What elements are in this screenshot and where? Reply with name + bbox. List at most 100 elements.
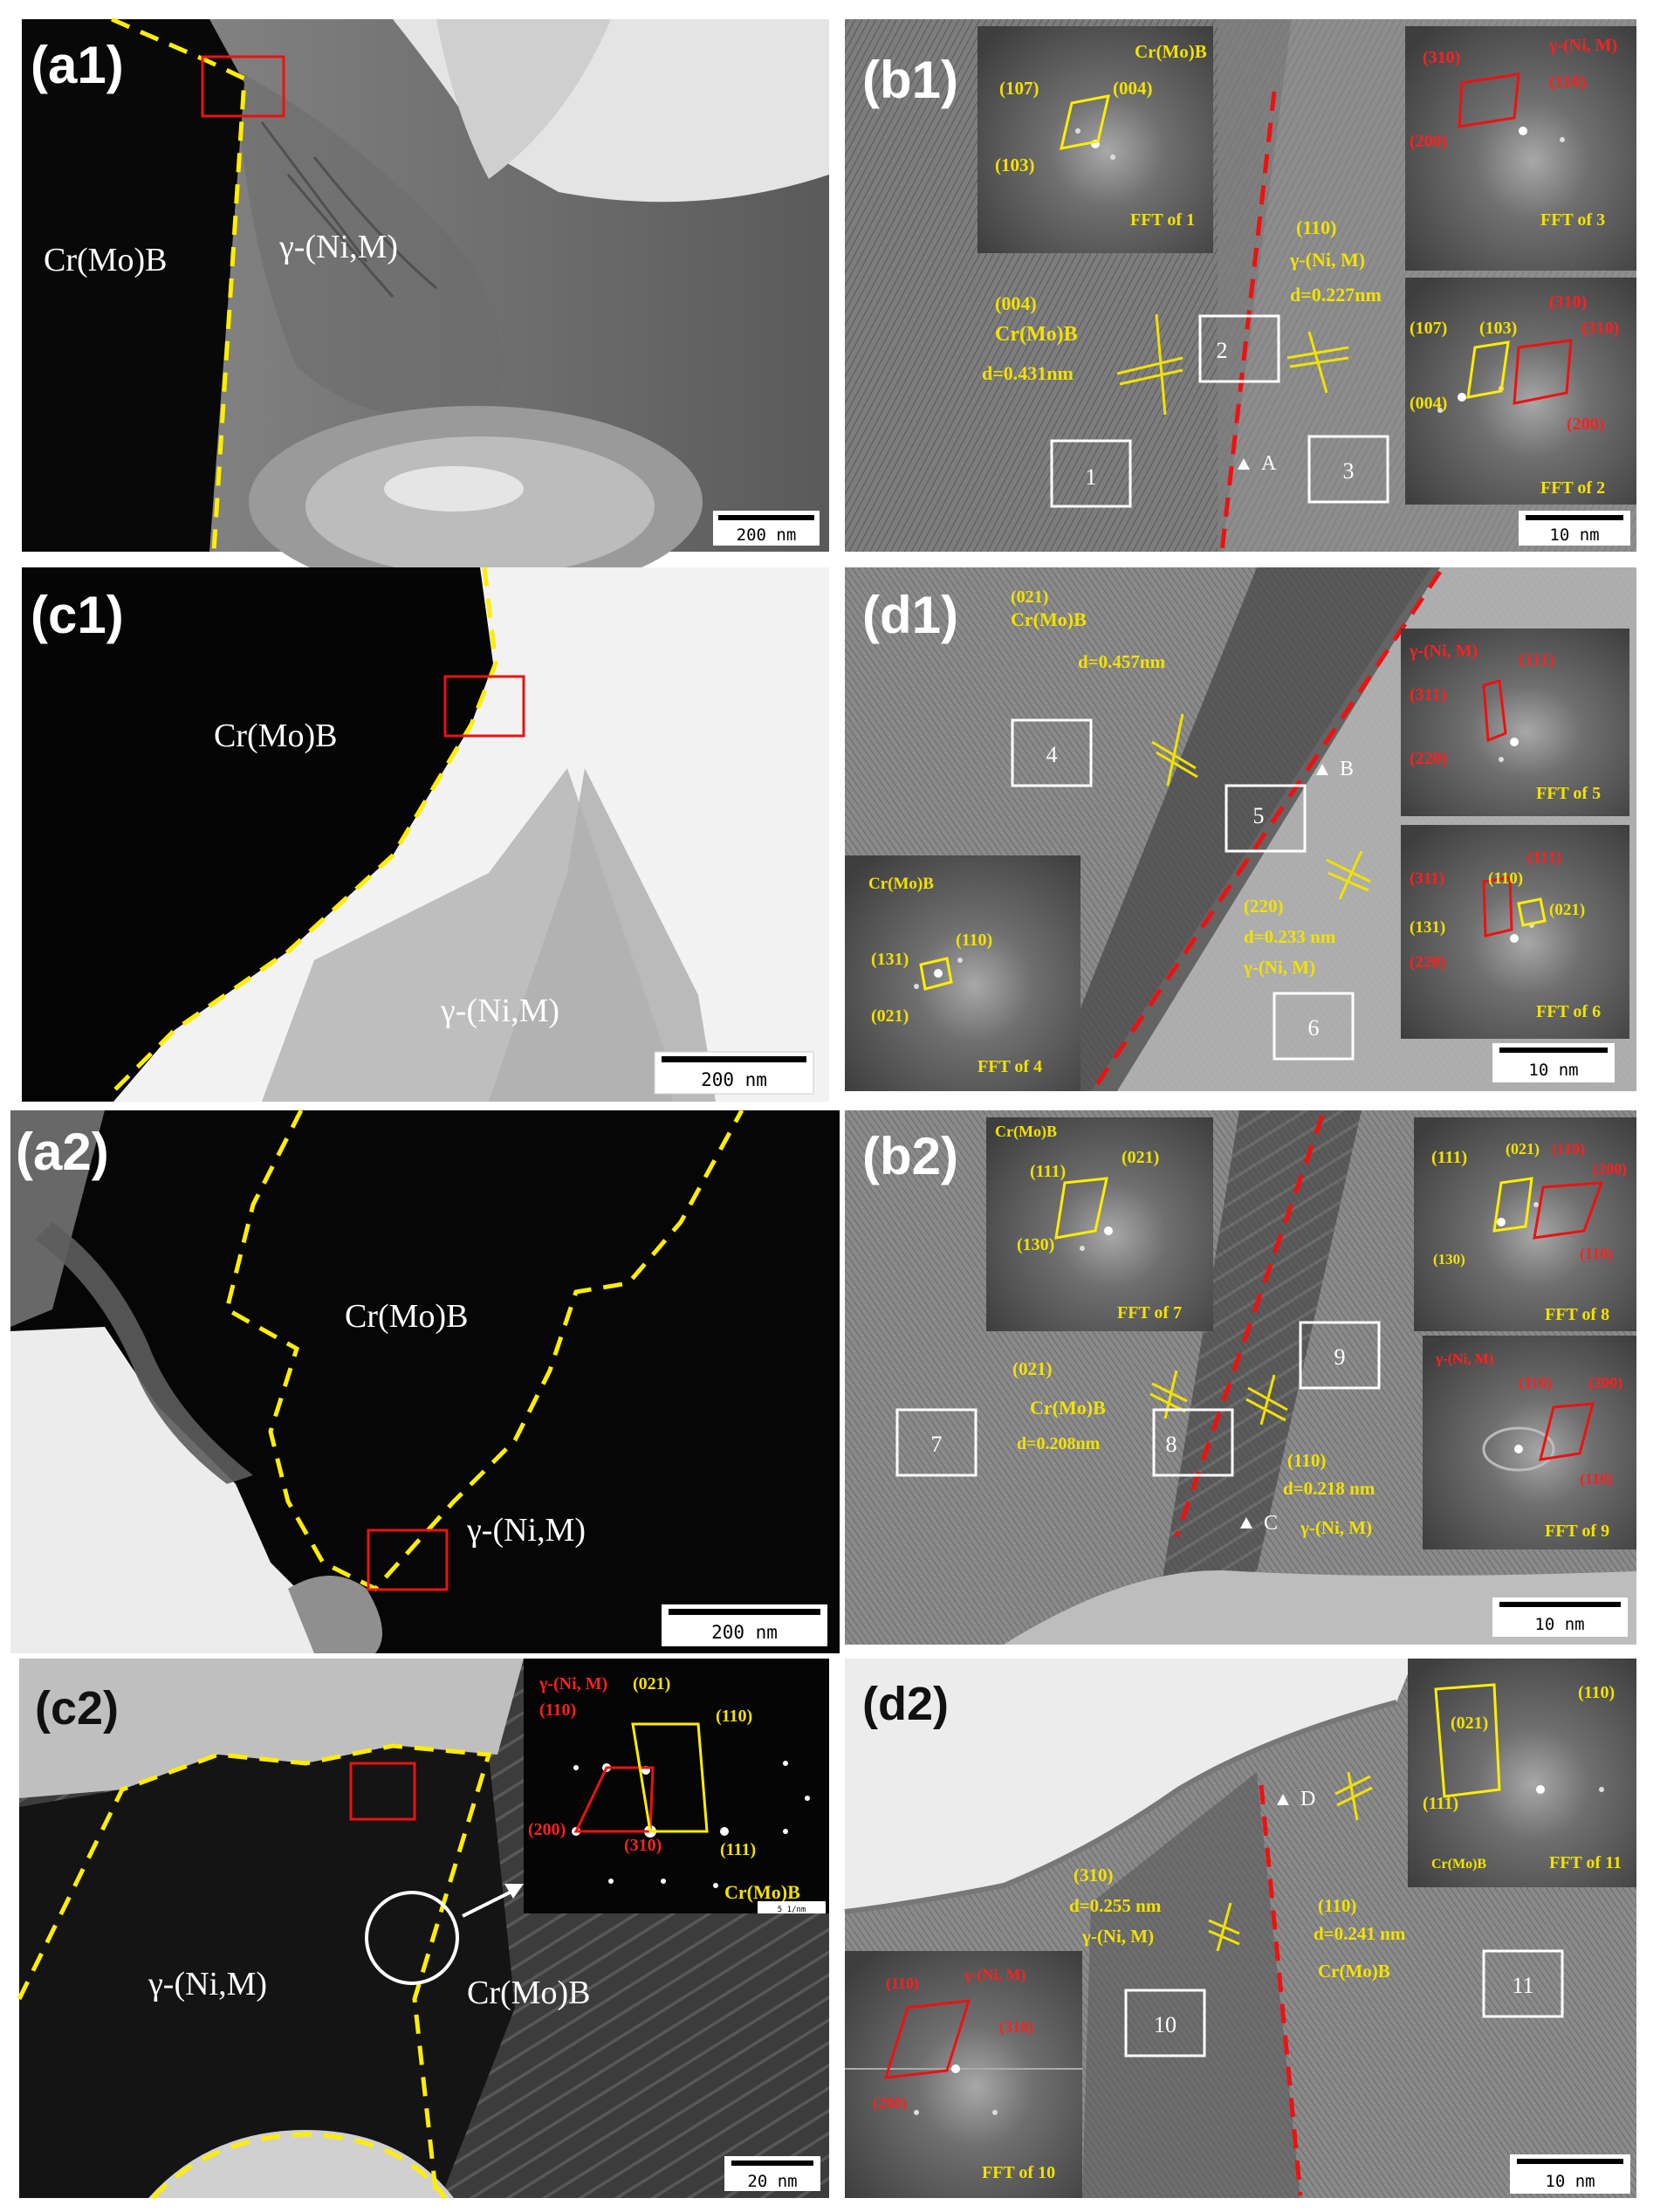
panel-d1-interface <box>1093 570 1443 1089</box>
panel-d1-fft5-caption: FFT of 5 <box>1536 784 1601 803</box>
panel-b1-fft3-index3: (200) <box>1410 132 1447 151</box>
panel-d2-fft11-index3: (111) <box>1423 1794 1458 1813</box>
panel-d2-fft10-index3: (310) <box>999 2018 1033 2037</box>
panel-b2-interface <box>1174 1115 1325 1537</box>
panel-b2-right-plane: (110) <box>1287 1450 1326 1471</box>
panel-c2-saed-circle <box>365 1891 459 1985</box>
panel-b1-fft1-index3: (103) <box>995 155 1035 175</box>
panel-c2-saed-inset <box>524 1659 829 1913</box>
panel-c2-bright-top <box>19 1659 524 1798</box>
panel-d2-fft11-caption: FFT of 11 <box>1549 1853 1622 1872</box>
panel-b1-fft2-index4: (310) <box>1581 319 1619 338</box>
panel-d1-mid-plane: (220) <box>1244 896 1284 917</box>
panel-d2-vacuum <box>845 1659 1414 1912</box>
panel-d2-interface <box>1259 1784 1303 2196</box>
panel-b2-left-d: d=0.208nm <box>1017 1434 1101 1453</box>
panel-c1-scale-text: 200 nm <box>701 1069 767 1090</box>
panel-d2-lattice-markers <box>1208 1771 1373 1952</box>
panel-d2-right-plane: (110) <box>1318 1895 1356 1916</box>
panel-b2-right-d: d=0.218 nm <box>1283 1478 1375 1499</box>
panel-b1-box-3 <box>1307 435 1389 504</box>
panel-a1: (a1) Cr(Mo)B γ-(Ni,M) 200 nm <box>22 17 829 598</box>
panel-c2-gamma-grain <box>19 1746 515 2198</box>
panel-b2-label: (b2) <box>862 1127 958 1185</box>
panel-c1-phase-right: γ-(Ni,M) <box>440 993 559 1029</box>
panel-c2-roi-box <box>349 1762 416 1821</box>
panel-d1-scale-text: 10 nm <box>1528 1061 1578 1080</box>
panel-b2-box-7 <box>895 1408 978 1477</box>
panel-b1-fft2-index3: (103) <box>1479 319 1517 338</box>
panel-d1-fft-6 <box>1401 825 1629 1039</box>
panel-c1: (c1) Cr(Mo)B γ-(Ni,M) 200 nm <box>22 567 829 1102</box>
panel-b1-left-d: d=0.431nm <box>982 362 1074 384</box>
panel-d1-fft4-title: Cr(Mo)B <box>868 875 934 893</box>
panel-d1-fft6-caption: FFT of 6 <box>1536 1002 1601 1021</box>
panel-b1-marker-a: A <box>1261 452 1277 475</box>
panel-b2-fft8-index2: (021) <box>1506 1140 1540 1158</box>
panel-d1-mid-phase: γ-(Ni, M) <box>1243 957 1315 978</box>
panel-d1-fft5-index1: (111) <box>1519 650 1554 670</box>
panel-b2-fft8-index6: (110) <box>1580 1245 1613 1263</box>
panel-c2-phase-right: Cr(Mo)B <box>467 1975 590 2011</box>
panel-d1-top-phase: Cr(Mo)B <box>1011 608 1087 630</box>
panel-a2-roi-box <box>367 1528 449 1591</box>
panel-b1-fft2-caption: FFT of 2 <box>1540 478 1605 498</box>
panel-c1-boundary <box>112 567 498 1093</box>
panel-b1-fft-3 <box>1405 26 1636 271</box>
panel-d1-fft6-index3: (311) <box>1410 869 1444 888</box>
panel-d1-fft6-index1: (111) <box>1527 848 1561 867</box>
panel-b2-fft9-title: γ-(Ni, M) <box>1435 1350 1493 1367</box>
panel-b1-fft2-index5: (004) <box>1410 394 1447 413</box>
panel-b1-fft3-index2: (110) <box>1549 72 1586 92</box>
panel-d1-fft5-title: γ-(Ni, M) <box>1409 642 1478 661</box>
panel-b1-right-plane: (110) <box>1296 216 1336 238</box>
panel-b2-fft8-index3: (110) <box>1552 1140 1585 1158</box>
panel-b2-fft9-index2: (200) <box>1588 1374 1622 1392</box>
panel-a2-bright-region <box>10 1327 332 1653</box>
panel-d2-left-d: d=0.255 nm <box>1069 1895 1162 1916</box>
panel-d1-fft6-index6: (220) <box>1410 953 1445 972</box>
panel-d2-box-11-label: 11 <box>1512 1973 1533 1998</box>
panel-b1-scale-text: 10 nm <box>1549 526 1599 545</box>
panel-b1-label: (b1) <box>862 51 958 109</box>
panel-b2-box-9 <box>1299 1321 1381 1390</box>
panel-c2-saed-index5: (310) <box>624 1836 662 1855</box>
panel-c2-saed-index1: (021) <box>633 1674 670 1693</box>
panel-b2-fft-9 <box>1423 1336 1636 1549</box>
panel-a1-phase-right: γ-(Ni,M) <box>278 229 398 265</box>
panel-b2-box-8 <box>1152 1408 1234 1477</box>
panel-d1-box-4-label: 4 <box>1046 742 1058 767</box>
panel-a1-label: (a1) <box>31 36 124 94</box>
panel-d2-fft10-index2: γ-(Ni, M) <box>964 1966 1026 1984</box>
panel-b2-fft9-index1: (110) <box>1519 1374 1552 1392</box>
panel-b2-bright-region <box>1004 1570 1636 1645</box>
panel-b1: Cr(Mo)B (107) (004) (103) FFT of 1 γ-(Ni… <box>845 19 1636 553</box>
panel-d2-box-10 <box>1124 1989 1206 2057</box>
panel-b2-left-phase: Cr(Mo)B <box>1030 1397 1106 1419</box>
panel-d2-fft10-index4: (200) <box>873 2094 907 2112</box>
panel-d2-fft-10 <box>845 1951 1082 2198</box>
panel-b1-right-d: d=0.227nm <box>1290 284 1382 306</box>
panel-b2-fft8-index1: (111) <box>1431 1148 1467 1167</box>
panel-d2: (110) (021) (111) Cr(Mo)B FFT of 11 (110… <box>844 1659 1636 2198</box>
panel-d1-fft4-index2: (110) <box>956 931 992 950</box>
panel-c2-label: (c2) <box>35 1682 119 1735</box>
panel-d1-fft5-index2: (311) <box>1410 685 1446 704</box>
panel-d1-fft6-index4: (131) <box>1410 918 1445 937</box>
panel-b1-fft2-index2: (107) <box>1410 319 1447 338</box>
panel-d1-fft4-index1: (131) <box>871 950 909 969</box>
panel-d1-box-5 <box>1225 784 1307 853</box>
panel-b1-fft3-title: γ-(Ni, M) <box>1548 36 1617 55</box>
panel-d1-box-6 <box>1273 992 1355 1061</box>
panel-c2-saed-index2: (110) <box>716 1707 752 1726</box>
panel-c2-bottom-particle <box>148 2130 454 2198</box>
panel-d2-scale-text: 10 nm <box>1545 2172 1595 2191</box>
panel-c2-phase-left: γ-(Ni,M) <box>147 1966 267 2002</box>
panel-b1-box-2-label: 2 <box>1217 338 1228 363</box>
panel-d1-fft-5 <box>1401 629 1629 816</box>
panel-c1-dark-grain <box>22 567 493 1102</box>
panel-b2-fft7-caption: FFT of 7 <box>1117 1303 1182 1322</box>
panel-c2-boundary <box>17 1743 492 2199</box>
panel-b1-box-1-label: 1 <box>1086 464 1097 490</box>
panel-b1-fft-2 <box>1405 278 1636 505</box>
